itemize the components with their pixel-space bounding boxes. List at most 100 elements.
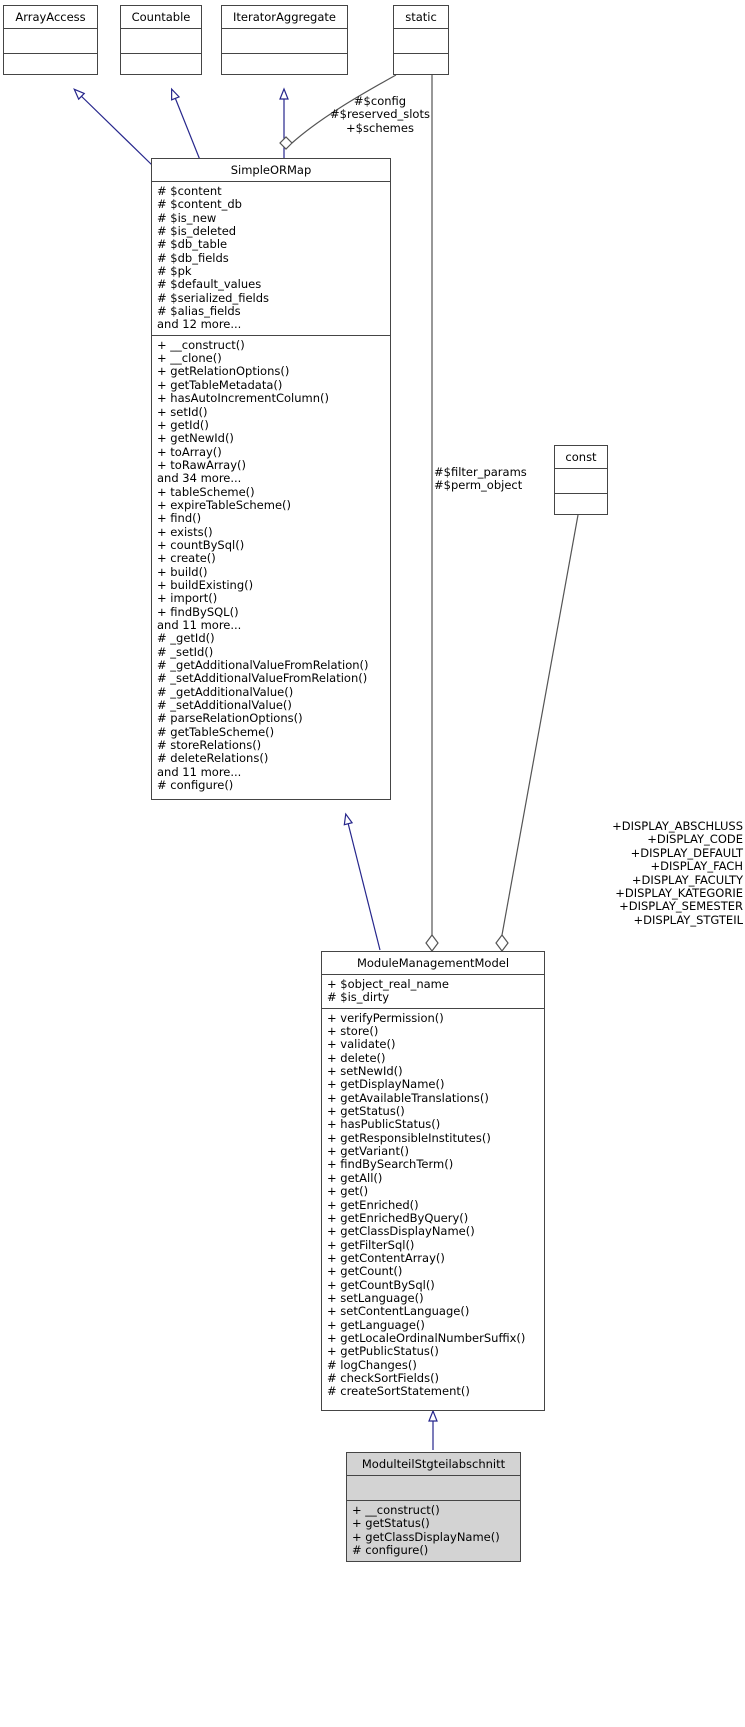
member-row: # $content_db xyxy=(157,197,242,212)
edge-simpleormap-arrayaccess xyxy=(73,88,153,166)
member-row: + setContentLanguage() xyxy=(327,1304,470,1319)
member-row: # checkSortFields() xyxy=(327,1370,440,1385)
member-row: + get() xyxy=(327,1184,369,1199)
member-row: # configure() xyxy=(352,1543,429,1558)
member-row: + getVariant() xyxy=(327,1144,409,1159)
class-methods-static xyxy=(394,53,448,78)
edge-simpleormap-countable xyxy=(171,87,201,161)
member-row: + store() xyxy=(327,1024,379,1039)
member-row: and 11 more... xyxy=(157,618,242,632)
class-title-countable: Countable xyxy=(131,10,191,24)
class-box-const[interactable]: const xyxy=(554,445,608,515)
member-row: + setNewId() xyxy=(327,1064,403,1079)
class-attributes-modulteilstgteilabschnitt xyxy=(347,1475,520,1500)
member-row: # $pk xyxy=(157,264,192,279)
member-row: + hasPublicStatus() xyxy=(327,1117,441,1132)
member-row: + getAll() xyxy=(327,1170,383,1185)
class-attributes-static xyxy=(394,28,448,53)
member-row: + getCount() xyxy=(327,1264,403,1279)
class-title-iteratoraggregate: IteratorAggregate xyxy=(233,10,336,24)
member-row: + setId() xyxy=(157,404,208,419)
member-row: + getStatus() xyxy=(327,1104,405,1119)
member-row: # _getAdditionalValueFromRelation() xyxy=(157,658,369,673)
member-row: + tableScheme() xyxy=(157,484,255,499)
member-row: +DISPLAY_FACH xyxy=(650,859,743,874)
member-row: + toArray() xyxy=(157,444,222,459)
member-row: + validate() xyxy=(327,1037,396,1052)
class-box-modulteilstgteilabschnitt[interactable]: ModulteilStgteilabschnitt + __construct(… xyxy=(346,1452,521,1562)
class-methods-simpleormap: + __construct()+ __clone()+ getRelationO… xyxy=(152,334,390,796)
member-row: + toRawArray() xyxy=(157,457,246,472)
class-box-simpleormap[interactable]: SimpleORMap # $content# $content_db# $is… xyxy=(151,158,391,800)
member-row: +$schemes xyxy=(346,120,414,135)
member-row: # storeRelations() xyxy=(157,738,262,753)
edge-static-modulemanagementmodel xyxy=(425,75,439,952)
class-box-modulemanagementmodel[interactable]: ModuleManagementModel + $object_real_nam… xyxy=(321,951,545,1411)
class-box-countable[interactable]: Countable xyxy=(120,5,202,75)
member-row: + __construct() xyxy=(157,337,245,352)
member-row: # _setAdditionalValueFromRelation() xyxy=(157,671,368,686)
class-attributes-iteratoraggregate xyxy=(222,28,347,53)
class-title-static: static xyxy=(405,10,437,24)
class-title-simpleormap: SimpleORMap xyxy=(230,163,312,177)
member-row: +DISPLAY_ABSCHLUSS xyxy=(612,819,743,833)
member-row: #$config xyxy=(353,94,407,108)
member-row: and 11 more... xyxy=(157,764,242,779)
member-row: + getStatus() xyxy=(352,1516,430,1531)
member-row: # $is_dirty xyxy=(327,990,390,1005)
member-row: + getLanguage() xyxy=(327,1317,425,1332)
member-row: # $serialized_fields xyxy=(157,290,270,305)
class-title-modulteilstgteilabschnitt: ModulteilStgteilabschnitt xyxy=(361,1457,506,1471)
member-row: + getAvailableTranslations() xyxy=(327,1090,489,1105)
class-title-modulemanagementmodel: ModuleManagementModel xyxy=(356,956,510,970)
class-attributes-modulemanagementmodel: + $object_real_name# $is_dirty xyxy=(322,974,544,1008)
member-row: # _setId() xyxy=(157,644,214,659)
member-row: + build() xyxy=(157,564,208,579)
member-row: # configure() xyxy=(157,778,234,793)
member-row: + findBySQL() xyxy=(157,604,239,619)
member-row: # $is_new xyxy=(157,210,217,225)
member-row: # $default_values xyxy=(157,277,262,292)
edge-modulemanagementmodel-simpleormap xyxy=(343,812,381,951)
member-row: + findBySearchTerm() xyxy=(327,1157,454,1172)
member-row: +DISPLAY_CODE xyxy=(647,832,743,847)
member-row: + exists() xyxy=(157,524,213,539)
member-row: + getClassDisplayName() xyxy=(327,1224,475,1239)
member-row: +DISPLAY_STGTEIL xyxy=(633,912,743,927)
member-row: # $alias_fields xyxy=(157,304,241,319)
member-row: + create() xyxy=(157,551,216,566)
class-methods-arrayaccess xyxy=(4,53,97,78)
member-row: + getEnriched() xyxy=(327,1197,419,1212)
member-row: # deleteRelations() xyxy=(157,751,269,766)
member-row: #$perm_object xyxy=(434,478,523,493)
member-row: + getClassDisplayName() xyxy=(352,1529,500,1544)
member-row: + getDisplayName() xyxy=(327,1077,445,1092)
member-row: + countBySql() xyxy=(157,537,245,552)
class-box-static[interactable]: static xyxy=(393,5,449,75)
member-row: # _getAdditionalValue() xyxy=(157,684,294,699)
edge-label-const-modulemanagementmodel: +DISPLAY_ABSCHLUSS+DISPLAY_CODE+DISPLAY_… xyxy=(505,819,743,927)
member-row: + getRelationOptions() xyxy=(157,364,290,379)
member-row: + getId() xyxy=(157,417,209,432)
member-row: +DISPLAY_DEFAULT xyxy=(630,845,743,860)
class-title-const: const xyxy=(565,450,597,464)
class-attributes-simpleormap: # $content# $content_db# $is_new# $is_de… xyxy=(152,181,390,335)
class-attributes-countable xyxy=(121,28,201,53)
member-row: + hasAutoIncrementColumn() xyxy=(157,391,329,406)
member-row: # getTableScheme() xyxy=(157,724,275,739)
member-row: + $object_real_name xyxy=(327,977,449,991)
class-box-iteratoraggregate[interactable]: IteratorAggregate xyxy=(221,5,348,75)
member-row: +DISPLAY_FACULTY xyxy=(631,872,743,887)
member-row: # $db_table xyxy=(157,237,228,252)
member-row: + getPublicStatus() xyxy=(327,1344,439,1359)
member-row: # _setAdditionalValue() xyxy=(157,698,292,713)
member-row: # logChanges() xyxy=(327,1357,417,1372)
class-box-arrayaccess[interactable]: ArrayAccess xyxy=(3,5,98,75)
member-row: + getNewId() xyxy=(157,431,234,446)
member-row: + find() xyxy=(157,511,202,526)
member-row: + getTableMetadata() xyxy=(157,377,283,392)
member-row: + delete() xyxy=(327,1050,386,1065)
class-methods-iteratoraggregate xyxy=(222,53,347,78)
member-row: + getCountBySql() xyxy=(327,1277,435,1292)
